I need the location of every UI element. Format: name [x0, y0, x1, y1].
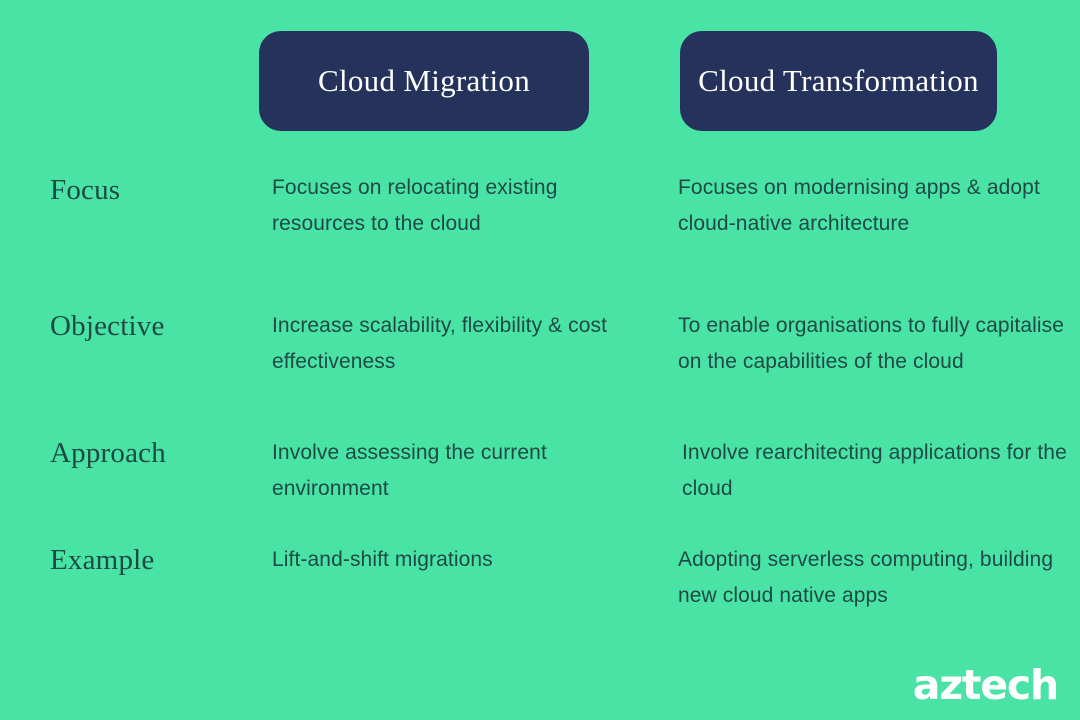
- cell-focus-cloud-transformation: Focuses on modernising apps & adopt clou…: [678, 176, 1040, 236]
- cell-example-cloud-migration: Lift-and-shift migrations: [272, 548, 493, 571]
- cell-approach-cloud-transformation: Involve rearchitecting applications for …: [682, 441, 1067, 501]
- comparison-rows: Focus Focuses on relocating existing res…: [0, 160, 1080, 642]
- table-row: Objective Increase scalability, flexibil…: [0, 300, 1080, 428]
- table-row: Approach Involve assessing the current e…: [0, 428, 1080, 532]
- header-card-cloud-transformation: Cloud Transformation: [680, 31, 997, 131]
- header-card-cloud-transformation-label: Cloud Transformation: [698, 62, 979, 98]
- header-row: Cloud Migration Cloud Transformation: [0, 31, 1080, 131]
- cell-example-cloud-transformation: Adopting serverless computing, building …: [678, 548, 1054, 608]
- cell-approach-cloud-migration: Involve assessing the current environmen…: [272, 441, 547, 501]
- cell-objective-cloud-migration: Increase scalability, flexibility & cost…: [272, 314, 608, 374]
- cell-objective-cloud-transformation: To enable organisations to fully capital…: [678, 314, 1065, 374]
- aztech-logo: aztech: [912, 661, 1059, 709]
- row-label-objective: Objective: [50, 310, 165, 342]
- row-label-approach: Approach: [50, 437, 166, 469]
- cell-focus-cloud-migration: Focuses on relocating existing resources…: [272, 176, 558, 236]
- header-card-cloud-migration: Cloud Migration: [259, 31, 589, 131]
- row-label-example: Example: [50, 544, 155, 576]
- table-row: Focus Focuses on relocating existing res…: [0, 160, 1080, 300]
- table-row: Example Lift-and-shift migrations Adopti…: [0, 532, 1080, 642]
- header-card-cloud-migration-label: Cloud Migration: [317, 62, 531, 98]
- row-label-focus: Focus: [50, 174, 121, 206]
